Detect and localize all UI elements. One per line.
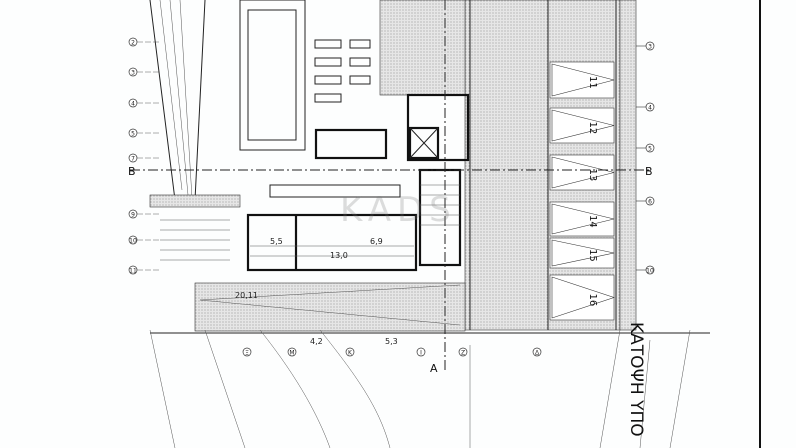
grid-bubble-left-9: 9 [128,209,138,219]
parking-number: 15 [587,249,598,262]
stall-triangle [551,239,615,267]
bubble-label: 4 [131,101,135,108]
sunbeds [314,39,371,103]
stall-outline [549,201,615,237]
parking-columns [469,0,617,330]
grid-bubble-left-7: 7 [128,153,138,163]
upper-area [379,0,466,96]
terrain-contours [149,329,691,448]
stall-outline [549,107,615,144]
bubble-label: 3 [648,44,652,51]
bubble-label: 5 [648,146,652,153]
grid-bubble-left-11: 11 [128,265,138,275]
steps [160,219,230,261]
grid-bubble-bottom-Ζ: Ζ [458,347,468,357]
grid-bubble-bottom-Δ: Δ [532,347,542,357]
bubble-label: 2 [131,40,135,47]
grid-bubble-left-3: 3 [128,67,138,77]
bubble-circle [287,347,297,357]
stall-triangle [551,109,615,142]
left-ramp [149,0,206,201]
ramp-lines [159,0,193,199]
bubble-label: 6 [648,199,652,206]
grid-bubble-left-4: 4 [128,98,138,108]
section-label-b-right: B [645,165,653,178]
bubble-circle [532,347,542,357]
bubble-circle [242,347,252,357]
bubble-label: 4 [648,105,652,112]
pool [239,0,306,151]
parking-number: 13 [587,169,598,182]
parking-stall-12: 12 [549,107,615,144]
grid-bubble-bottom-Μ: Μ [287,347,297,357]
parking-stall-13: 13 [549,154,615,191]
grid-bubble-left-2: 2 [128,37,138,47]
bubble-label: 10 [646,268,654,275]
bubble-circle [345,347,355,357]
bubble-label: Ζ [461,350,465,357]
core [406,93,470,162]
parking-stalls: 11 12 13 14 15 16 [549,61,615,321]
parking-stall-16: 16 [549,274,615,321]
bubble-label: Ξ [245,350,249,357]
dim-20-11: 20,11 [235,291,258,300]
planter [269,184,401,198]
stall-triangle [551,156,615,189]
parking-number: 16 [587,294,598,307]
dim-5-3: 5,3 [385,337,398,346]
perimeter-wall [619,0,637,331]
wc-block [314,128,388,160]
grid-bubble-bottom-Ι: Ι [416,347,426,357]
stall-triangle [551,203,615,235]
ramp-area [194,282,466,332]
stall-outline [549,154,615,191]
stall-outline [549,237,615,269]
grid-bubble-left-5: 5 [128,128,138,138]
bubble-circle [416,347,426,357]
stall-triangle [551,63,615,97]
parking-number: 12 [587,122,598,135]
pool-inner [247,9,297,141]
section-label-a: A [430,362,438,375]
grid-bubble-bottom-Ξ: Ξ [242,347,252,357]
stall-outline [549,61,615,99]
grid-bubble-left-10: 10 [128,235,138,245]
grid-bubbles: 3 4 5 6 10 2 3 4 5 7 9 10 11Ξ Μ Κ Ι Ζ Δ [128,37,655,357]
parking-stall-15: 15 [549,237,615,269]
bubble-label: 11 [129,268,137,275]
grid-bubble-right-5: 5 [645,143,655,153]
dim-4-2: 4,2 [310,337,323,346]
bubble-label: Ι [420,350,422,357]
dim-5-5: 5,5 [270,237,283,246]
bubble-label: 9 [131,212,135,219]
dim-6-9: 6,9 [370,237,383,246]
main-room [246,213,418,272]
grid-bubble-right-10: 10 [645,265,655,275]
bubble-label: 5 [131,131,135,138]
dim-13: 13,0 [330,251,348,260]
drawing-title: ΚΑΤΟΨΗ ΥΠΟ [626,322,646,437]
stall-triangle [551,276,615,319]
grid-bubble-right-4: 4 [645,102,655,112]
parking-number: 14 [587,215,598,228]
elevator [408,126,440,160]
ramp-landing [149,194,241,208]
grid-bubble-bottom-Κ: Κ [345,347,355,357]
parking-stall-11: 11 [549,61,615,99]
watermark: KADS [340,190,457,230]
bubble-circle [458,347,468,357]
bubble-label: Δ [535,350,540,357]
grid-bubble-right-6: 6 [645,196,655,206]
stall-outline [549,274,615,321]
bubble-label: 7 [131,156,135,163]
parking-stall-14: 14 [549,201,615,237]
section-label-b-left: B [128,165,136,178]
bubble-label: 10 [129,238,137,245]
bubble-label: Κ [348,350,353,357]
grid-bubble-right-3: 3 [645,41,655,51]
bubble-label: Μ [289,350,294,357]
bubble-label: 3 [131,70,135,77]
parking-number: 11 [587,76,598,89]
